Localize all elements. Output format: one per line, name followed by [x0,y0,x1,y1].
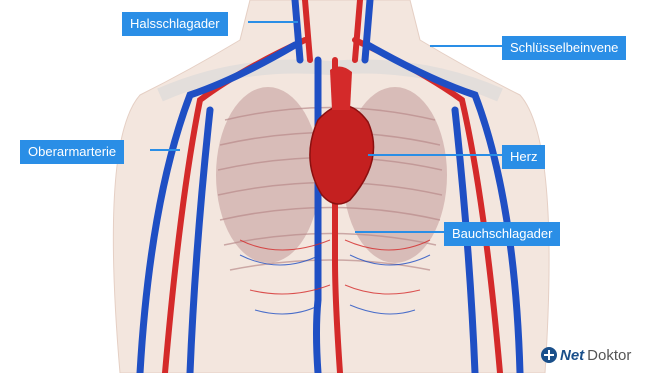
netdoktor-logo: Net Doktor [541,345,631,365]
label-bauchschlagader: Bauchschlagader [444,222,560,246]
label-halsschlagader: Halsschlagader [122,12,228,36]
oberarmarterie-leader [150,149,180,151]
label-oberarmarterie: Oberarmarterie [20,140,124,164]
herz-leader [368,154,502,156]
bauchschlagader-leader [355,231,444,233]
logo-text-net: Net [560,347,584,364]
halsschlagader-leader [248,21,298,23]
label-schluesselbeinvene: Schlüsselbeinvene [502,36,626,60]
plus-cross-icon [541,347,557,363]
label-herz: Herz [502,145,545,169]
logo-text-doktor: Doktor [587,347,631,364]
schluesselbeinvene-leader [430,45,502,47]
